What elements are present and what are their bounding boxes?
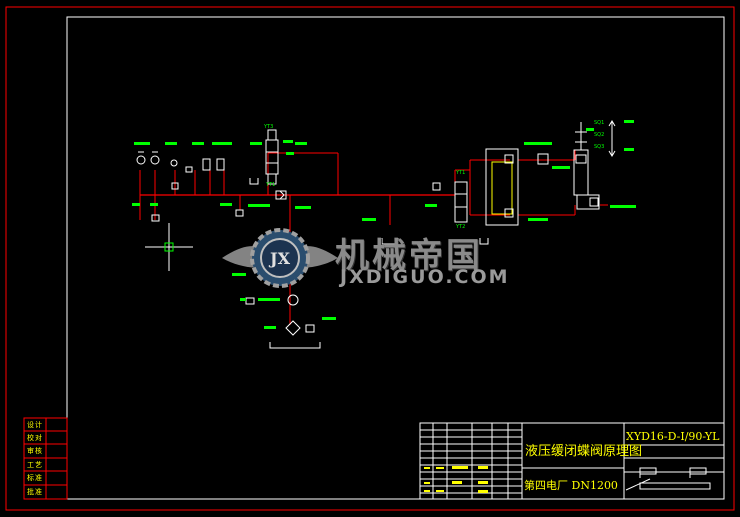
cad-crosshair <box>145 223 193 271</box>
outer-frame <box>5 6 735 511</box>
watermark-brand-en: JXDIGUO.COM <box>340 266 510 288</box>
hydraulic-circuit <box>139 150 608 325</box>
watermark-logo-letters: JX <box>268 249 291 268</box>
signature-label-process: 工艺 <box>27 461 43 469</box>
valve-tag-yt1: YT1 <box>265 182 275 188</box>
signature-label-approve: 批准 <box>27 488 43 496</box>
drawing-code: XYD16-D-I/90-YL <box>626 430 720 443</box>
drawing-title: 液压缓闭蝶阀原理图 <box>525 444 643 459</box>
title-block <box>419 422 725 500</box>
signature-box <box>23 417 68 500</box>
hydraulic-components <box>136 120 616 349</box>
watermark-logo <box>222 228 338 288</box>
valve-tag-yt3: YT3 <box>263 124 273 130</box>
signature-label-design: 设计 <box>27 421 43 429</box>
valve-tag-yt1-right: YT1 <box>455 170 465 176</box>
limit-switch-sq1: SQ1 <box>594 120 604 126</box>
watermark-brand-cn: 机械帝国 <box>335 236 483 276</box>
valve-tag-yt2: YT2 <box>455 224 465 230</box>
signature-label-review: 审核 <box>27 447 43 455</box>
title-block-marks <box>424 466 488 493</box>
signature-label-check: 校对 <box>27 434 43 442</box>
client-name: 第四电厂 DN1200 <box>524 479 618 492</box>
limit-switch-sq3: SQ3 <box>594 144 604 150</box>
annotation-labels <box>132 120 636 329</box>
limit-switch-sq2: SQ2 <box>594 132 604 138</box>
signature-label-standard: 标准 <box>27 474 43 482</box>
drawing-border <box>66 16 725 500</box>
